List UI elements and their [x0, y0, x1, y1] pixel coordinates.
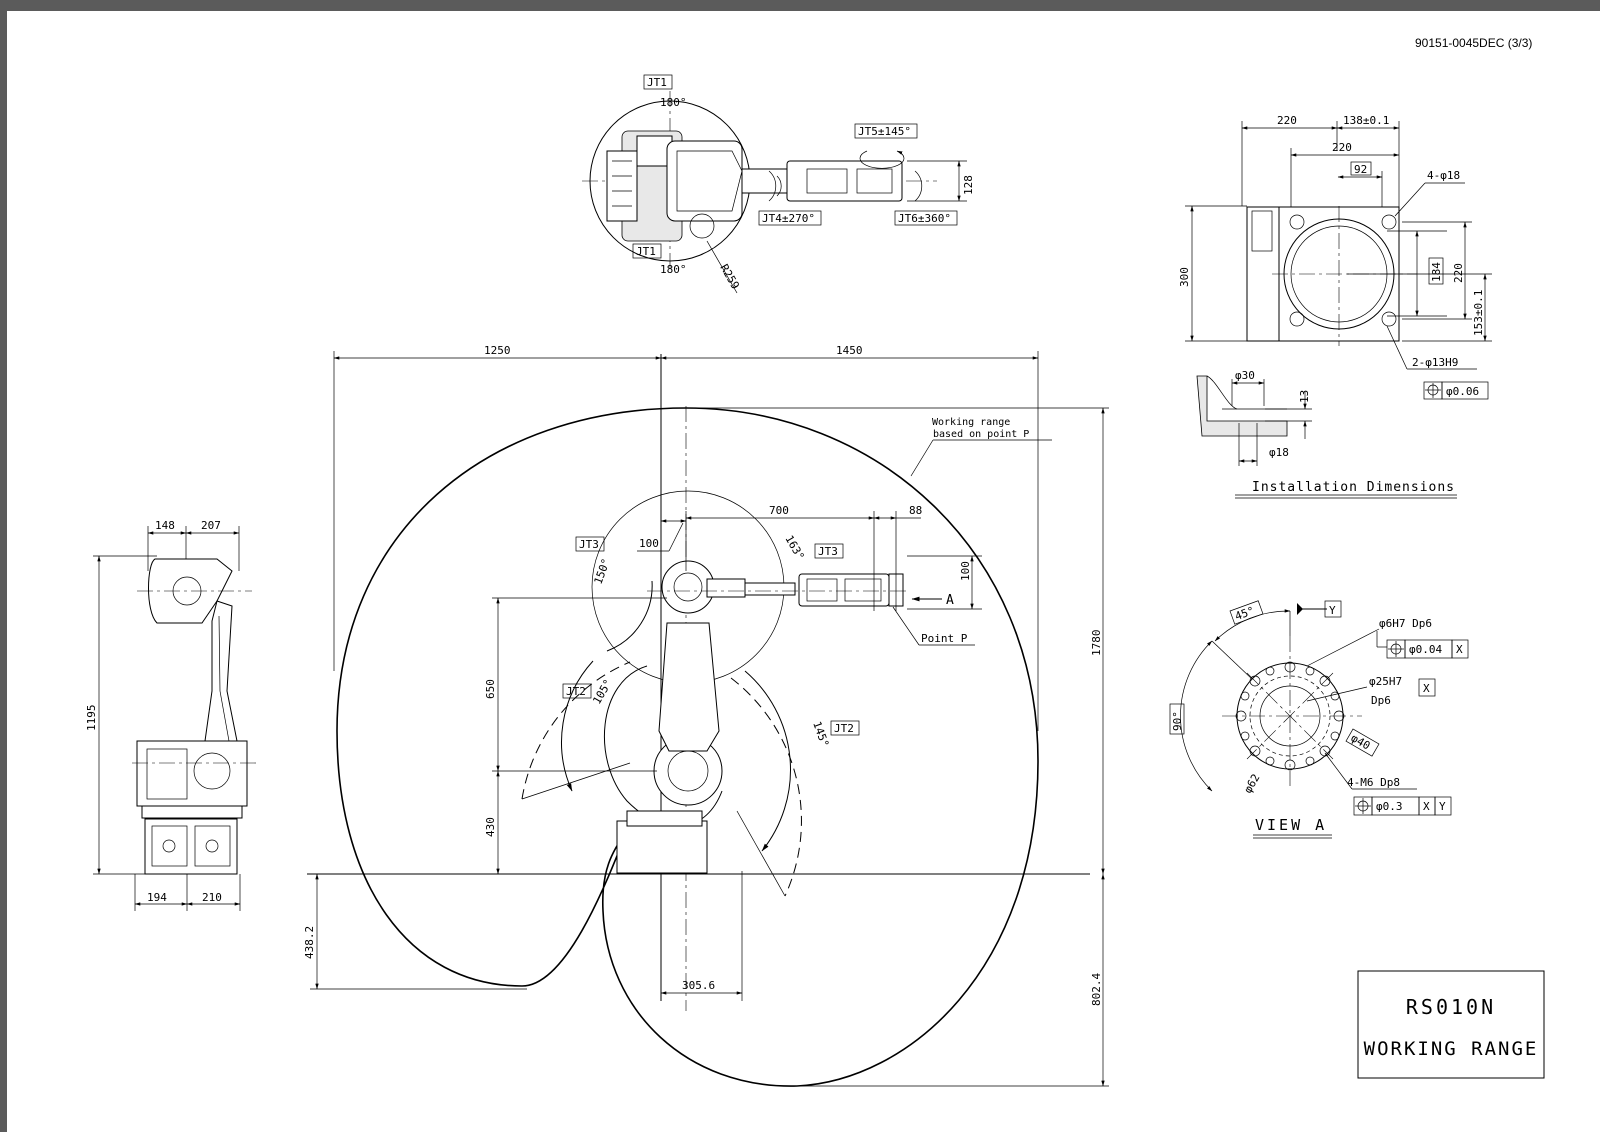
main-working-range-view: 1250 1450: [303, 344, 1109, 1087]
inst-holes: 4-φ18: [1427, 169, 1460, 182]
jt2-right-angle: 145°: [810, 720, 831, 749]
jt3-right-label: JT3: [818, 545, 838, 558]
side-height-dim: 1195: [85, 705, 98, 732]
total-height-dim: 1780: [1090, 630, 1103, 657]
jt6-label: JT6±360°: [898, 212, 951, 225]
side-dim-top-right: 207: [201, 519, 221, 532]
side-view: 148 207 1195: [85, 519, 257, 911]
jt1-bottom-label: JT1: [636, 245, 656, 258]
drawing-name: WORKING RANGE: [1364, 1038, 1539, 1060]
inst-220-top: 220: [1277, 114, 1297, 127]
view-a-h7-hole: φ6H7 Dp6: [1379, 617, 1432, 630]
inst-220-mid: 220: [1332, 141, 1352, 154]
view-a-bore: φ25H7: [1369, 675, 1402, 688]
arm-length-dim: 700: [769, 504, 789, 517]
inst-300: 300: [1178, 267, 1191, 287]
view-a-pcd-40: φ40: [1349, 731, 1373, 752]
view-a-angle-90: 90°: [1171, 711, 1184, 731]
document-code: 90151-0045DEC (3/3): [1415, 36, 1533, 50]
width-dim: 128: [962, 175, 975, 195]
inst-cb-depth: 13: [1298, 390, 1311, 403]
side-dim-bottom-right: 210: [202, 891, 222, 904]
upper-arm-dim: 650: [484, 679, 497, 699]
point-p-label: Point P: [921, 632, 968, 645]
side-dim-top-left: 148: [155, 519, 175, 532]
view-a-pcd-62: φ62: [1241, 772, 1262, 796]
radius-dim: R259: [717, 262, 742, 291]
jt4-label: JT4±270°: [762, 212, 815, 225]
reach-right-dim: 1450: [836, 344, 863, 357]
working-range-note-1: Working range: [932, 417, 1010, 428]
jt3-right-angle: 163°: [782, 533, 807, 562]
inst-138: 138±0.1: [1343, 114, 1389, 127]
jt1-bottom-angle: 180°: [660, 263, 687, 276]
jt3-left-angle: 150°: [592, 557, 613, 586]
inst-184: 184: [1430, 262, 1443, 282]
below-left-dim: 438.2: [303, 926, 316, 959]
view-a-h7-tol: φ0.04: [1409, 643, 1442, 656]
jt2-right-label: JT2: [834, 722, 854, 735]
view-a-tap-ref2: Y: [1439, 800, 1446, 813]
view-a-h7-ref: X: [1456, 643, 1463, 656]
jt2-left-label: JT2: [566, 685, 586, 698]
model-name: RS010N: [1406, 995, 1496, 1019]
view-a-title: VIEW A: [1255, 816, 1327, 834]
inst-92: 92: [1354, 163, 1367, 176]
drawing-sheet: 90151-0045DEC (3/3): [7, 11, 1600, 1132]
jt2-left-angle: 105°: [590, 677, 615, 706]
inst-153: 153±0.1: [1472, 290, 1485, 336]
view-a-angle-45: 45°: [1233, 604, 1256, 623]
view-a-datum-x: X: [1423, 682, 1430, 695]
view-a-bore-depth: Dp6: [1371, 694, 1391, 707]
offset-dim: 100: [639, 537, 659, 550]
view-arrow-a: A: [946, 593, 954, 608]
installation-dimensions-view: 220 138±0.1 220 92 300: [1178, 114, 1492, 499]
base-height-dim: 430: [484, 817, 497, 837]
side-dim-bottom-left: 194: [147, 891, 167, 904]
top-view: 128 R259 JT1 180° JT1 180° JT5±145° JT4±…: [582, 74, 975, 294]
title-block: RS010N WORKING RANGE: [1357, 970, 1545, 1079]
jt1-top-angle: 180°: [660, 96, 687, 109]
installation-title: Installation Dimensions: [1252, 480, 1455, 495]
view-a-tapped: 4-M6 Dp8: [1347, 776, 1400, 789]
below-right-dim: 802.4: [1090, 973, 1103, 1006]
jt5-label: JT5±145°: [858, 125, 911, 138]
inst-220-right: 220: [1452, 263, 1465, 283]
base-offset-dim: 305.6: [682, 979, 715, 992]
wrist-length-dim: 88: [909, 504, 922, 517]
wrist-height-dim: 100: [959, 561, 972, 581]
jt3-left-label: JT3: [579, 538, 599, 551]
technical-drawing: 128 R259 JT1 180° JT1 180° JT5±145° JT4±…: [85, 74, 1545, 1087]
view-a: 45° 90° Y φ6H7 Dp6 φ0.04 X φ25H7: [1169, 600, 1469, 839]
jt1-top-label: JT1: [647, 76, 667, 89]
reach-left-dim: 1250: [484, 344, 511, 357]
inst-hole-dia: φ18: [1269, 446, 1289, 459]
view-a-datum-y: Y: [1329, 604, 1336, 617]
view-a-tap-tol: φ0.3: [1376, 800, 1403, 813]
inst-tol: φ0.06: [1446, 385, 1479, 398]
view-a-tap-ref1: X: [1423, 800, 1430, 813]
inst-cb-dia: φ30: [1235, 369, 1255, 382]
working-range-note-2: based on point P: [933, 429, 1029, 440]
inst-pins: 2-φ13H9: [1412, 356, 1458, 369]
